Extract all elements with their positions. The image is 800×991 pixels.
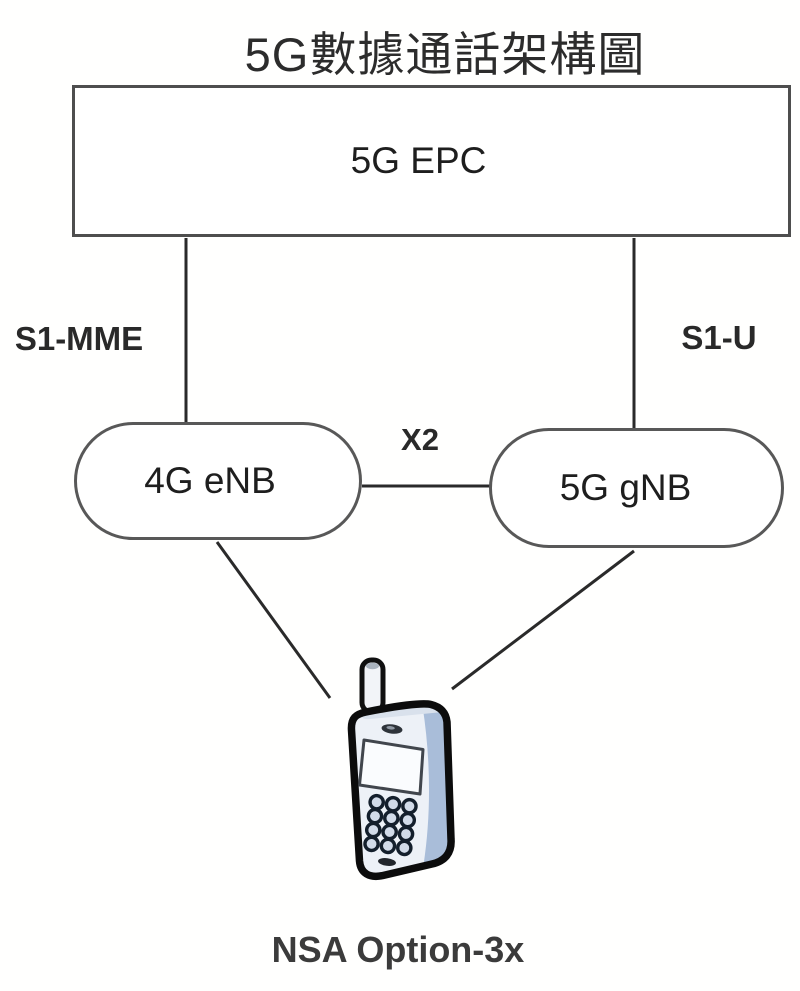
gnb-to-ue-line <box>451 549 635 691</box>
interface-label-s1-u: S1-U <box>681 319 757 356</box>
phone-keypad <box>363 793 418 857</box>
mobile-phone-icon <box>347 657 455 880</box>
interface-label-x2: X2 <box>401 422 439 457</box>
phone-antenna <box>359 657 386 715</box>
node-5g-gnb-label: 5G gNB <box>559 467 692 508</box>
node-4g-enb: 4G eNB <box>74 422 362 540</box>
diagram-title: 5G數據通話架構圖 <box>244 28 646 81</box>
node-5g-epc: 5G EPC <box>72 85 791 237</box>
node-5g-epc-label: 5G EPC <box>350 140 487 181</box>
phone-bottom-button <box>378 858 396 866</box>
node-5g-gnb: 5G gNB <box>489 428 784 548</box>
node-4g-enb-label: 4G eNB <box>144 460 276 501</box>
phone-screen <box>358 738 425 796</box>
phone-earpiece <box>381 724 403 734</box>
interface-label-s1-mme: S1-MME <box>14 320 144 357</box>
enb-to-ue-line <box>215 541 332 699</box>
diagram-caption: NSA Option-3x <box>271 929 525 970</box>
